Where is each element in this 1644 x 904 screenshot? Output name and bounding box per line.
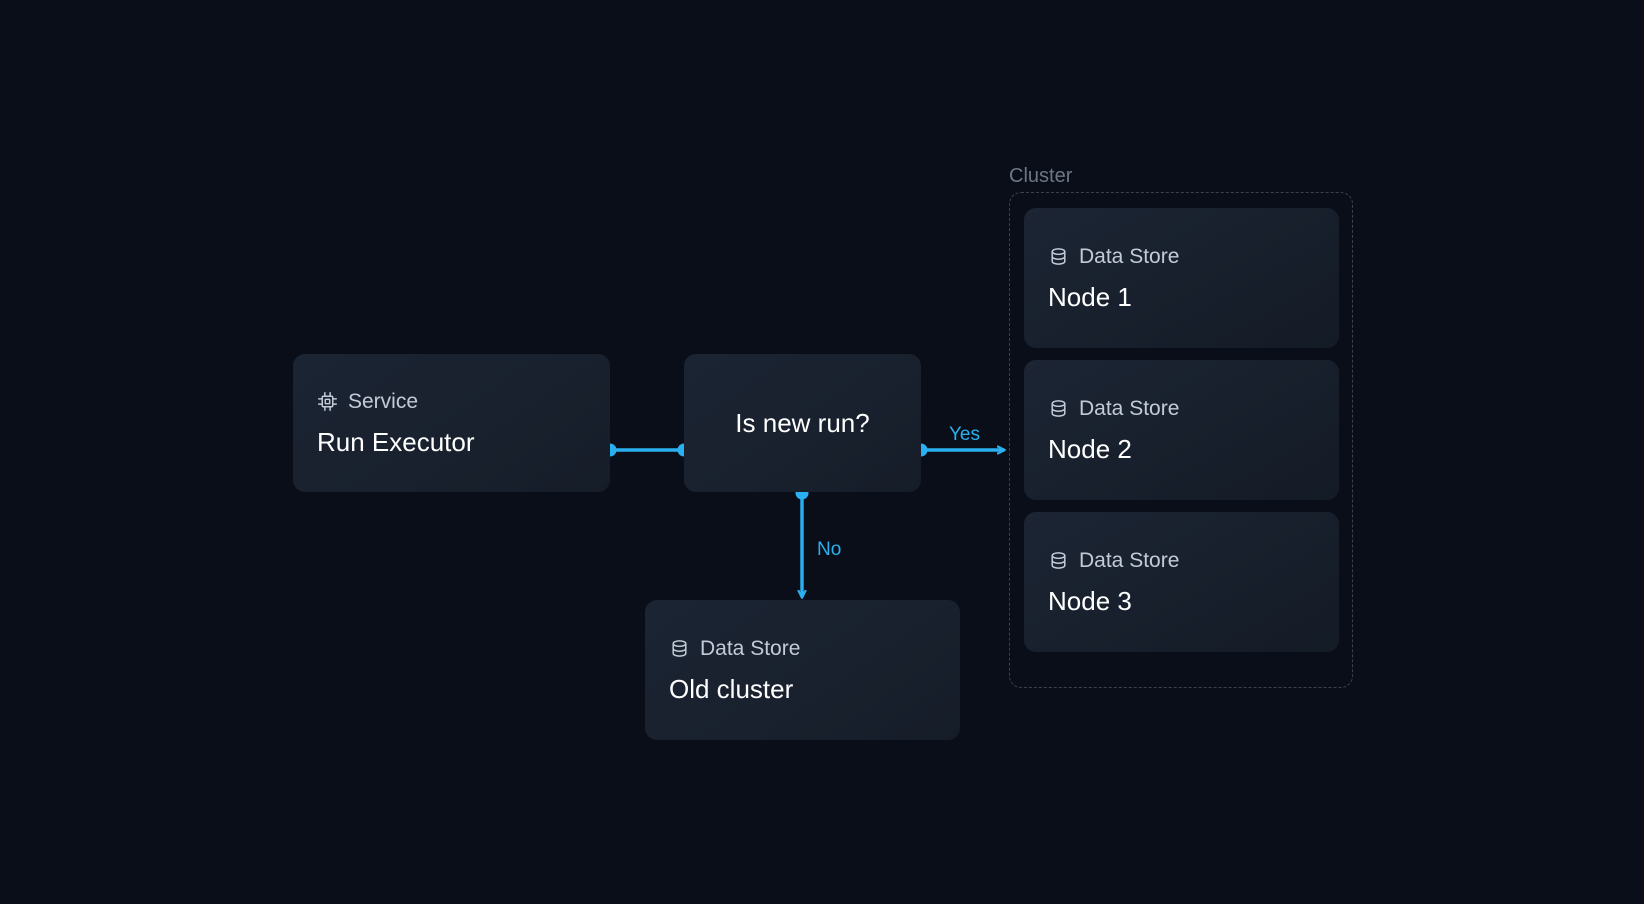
- node-is-new-run[interactable]: Is new run?: [684, 354, 921, 492]
- node-cluster-node-3[interactable]: Data Store Node 3: [1024, 512, 1339, 652]
- edge-label-yes: Yes: [949, 424, 980, 445]
- node-kind-row: Data Store: [1048, 550, 1315, 571]
- node-kind-row: Data Store: [1048, 246, 1315, 267]
- node-old-cluster[interactable]: Data Store Old cluster: [645, 600, 960, 740]
- node-kind-row: Data Store: [1048, 398, 1315, 419]
- node-cluster-node-2[interactable]: Data Store Node 2: [1024, 360, 1339, 500]
- database-icon: [669, 638, 690, 659]
- database-icon: [1048, 246, 1069, 267]
- group-label-cluster: Cluster: [1009, 165, 1073, 187]
- edge-label-no: No: [817, 539, 842, 560]
- edge-decision-yes: [914, 443, 1005, 457]
- node-title: Node 2: [1048, 434, 1132, 465]
- database-icon: [1048, 550, 1069, 571]
- node-kind-label: Data Store: [1079, 397, 1180, 421]
- node-title: Node 3: [1048, 586, 1132, 617]
- node-kind-row: Data Store: [669, 638, 936, 659]
- node-title: Run Executor: [317, 427, 475, 458]
- node-kind-row: Service: [317, 391, 586, 412]
- node-kind-label: Data Store: [1079, 549, 1180, 573]
- group-cluster: [1009, 192, 1353, 688]
- cpu-chip-icon: [317, 391, 338, 412]
- edge-decision-no: [795, 486, 809, 598]
- edge-service-to-decision: [603, 443, 691, 457]
- node-title: Node 1: [1048, 282, 1132, 313]
- node-cluster-node-1[interactable]: Data Store Node 1: [1024, 208, 1339, 348]
- database-icon: [1048, 398, 1069, 419]
- node-title: Old cluster: [669, 674, 794, 705]
- node-run-executor[interactable]: Service Run Executor: [293, 354, 610, 492]
- node-kind-label: Data Store: [1079, 245, 1180, 269]
- node-kind-label: Data Store: [700, 637, 801, 661]
- node-title: Is new run?: [735, 407, 870, 438]
- node-kind-label: Service: [348, 390, 419, 414]
